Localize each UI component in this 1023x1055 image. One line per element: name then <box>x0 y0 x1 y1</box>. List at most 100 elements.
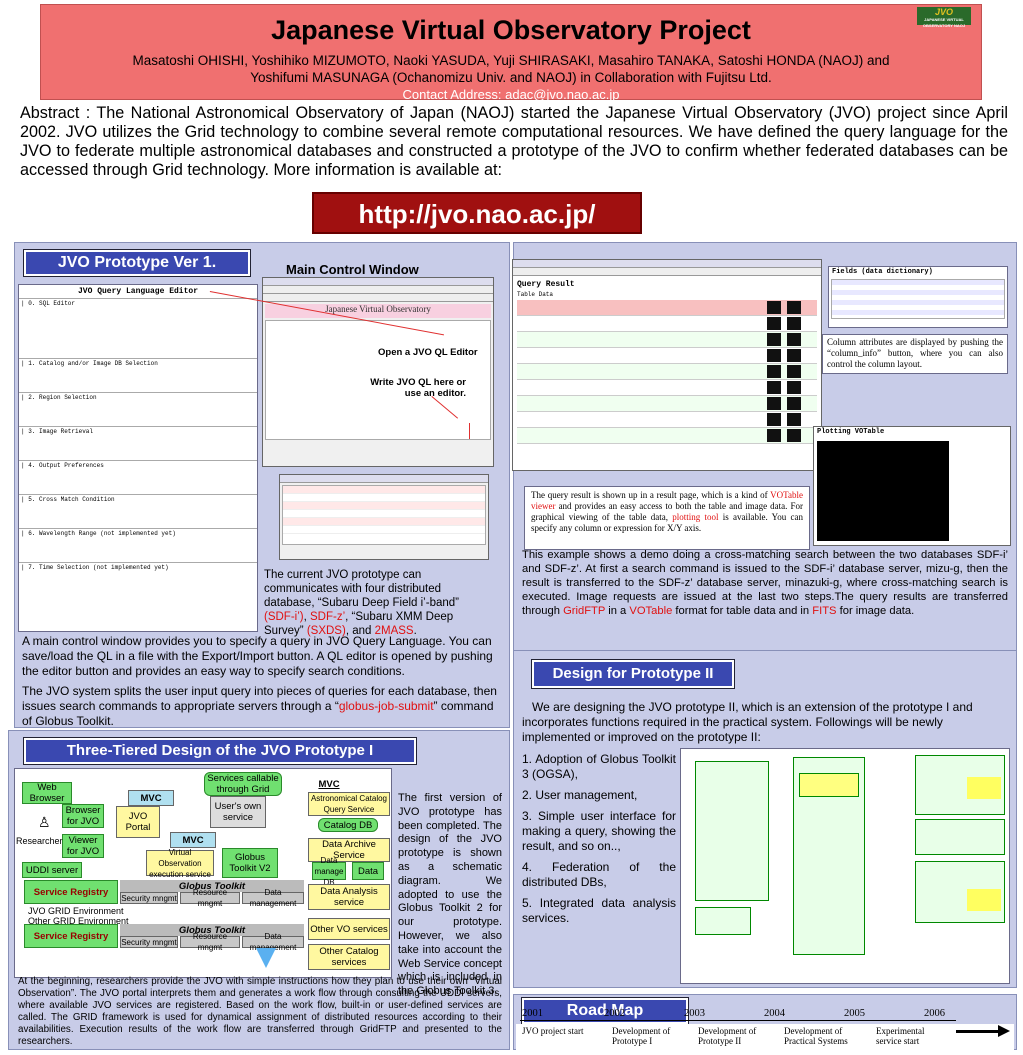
data-mgmt-2: Data management <box>242 932 304 952</box>
result-table <box>517 300 817 444</box>
data-node: Data <box>352 862 384 880</box>
current-prototype-desc: The current JVO prototype can communicat… <box>264 569 459 637</box>
job-status-window <box>279 474 489 560</box>
jvo-grid-env-label: JVO GRID Environment <box>28 906 124 916</box>
plot-window: Plotting VOTable <box>813 426 1011 546</box>
list-item <box>283 486 485 494</box>
roadmap-arrow-shaft <box>956 1030 1000 1033</box>
year-2005: 2005 <box>844 1008 865 1019</box>
list-item <box>283 510 485 518</box>
abstract: Abstract : The National Astronomical Obs… <box>20 104 1008 179</box>
jvo-portal-node: JVO Portal <box>116 806 160 838</box>
main-control-label: Main Control Window <box>286 262 419 277</box>
table-row <box>517 300 817 316</box>
catalog-db-node: Catalog DB <box>318 818 378 832</box>
year-2004: 2004 <box>764 1008 785 1019</box>
service-registry-2: Service Registry <box>24 924 118 948</box>
vo-execution-node: Virtual Observation execution service <box>146 848 214 879</box>
mcw-title: Japanese Virtual Observatory <box>265 304 491 318</box>
viewer-jvo-node: Viewer for JVO <box>62 834 104 858</box>
table-row <box>517 396 817 412</box>
editor-section: | 6. Wavelength Range (not implemented y… <box>19 528 257 562</box>
ql-editor-title: JVO Query Language Editor <box>77 287 199 296</box>
query-result-screenshot: Query Result Table Data <box>512 259 822 471</box>
list-item <box>283 502 485 510</box>
table-data-label: Table Data <box>517 291 554 298</box>
plot-area <box>817 441 949 541</box>
security-mgmt-2: Security mngmt <box>120 936 178 948</box>
callout-open-editor: Open a JVO QL Editor <box>378 347 478 358</box>
three-tier-bottom-text: At the beginning, researchers provide th… <box>18 976 502 1047</box>
three-tier-title: Three-Tiered Design of the JVO Prototype… <box>23 737 417 765</box>
website-link[interactable]: http://jvo.nao.ac.jp/ <box>312 192 642 234</box>
editor-sections: | 0. SQL Editor| 1. Catalog and/or Image… <box>19 298 257 596</box>
editor-section: | 5. Cross Match Condition <box>19 494 257 528</box>
down-arrow <box>256 948 276 968</box>
astro-catalog-node: Astronomical Catalog Query Service <box>308 792 390 816</box>
column-caption: Column attributes are displayed by pushi… <box>822 334 1008 374</box>
other-grid-env-label: Other GRID Environment <box>28 916 129 926</box>
mvc-label-2: MVC <box>170 832 216 848</box>
design-ii-title: Design for Prototype II <box>531 659 735 689</box>
web-browser-node: Web Browser <box>22 782 72 804</box>
list-item: 3. Simple user interface for making a qu… <box>522 809 676 853</box>
data-analysis-node: Data Analysis service <box>308 884 390 910</box>
editor-section: | 0. SQL Editor <box>19 298 257 358</box>
list-item <box>283 526 485 534</box>
editor-section: | 7. Time Selection (not implemented yet… <box>19 562 257 596</box>
roadmap-rule <box>520 1020 956 1021</box>
researcher-icon: ♙ <box>38 814 51 830</box>
table-row <box>517 428 817 444</box>
uddi-node: UDDI server <box>22 862 82 878</box>
page-title: Japanese Virtual Observatory Project <box>271 15 751 45</box>
mvc-label-1: MVC <box>128 790 174 806</box>
data-archive-node: Data Archive Service <box>308 838 390 862</box>
other-catalog-node: Other Catalog services <box>308 944 390 970</box>
votable-caption: The query result is shown up in a result… <box>524 486 810 550</box>
security-mgmt-1: Security mngmt <box>120 892 178 904</box>
list-item <box>283 518 485 526</box>
query-result-title: Query Result <box>517 280 575 289</box>
globus-v2-node: Globus Toolkit V2 <box>222 848 278 878</box>
ql-editor-screenshot: JVO Query Language Editor | 0. SQL Edito… <box>18 284 258 632</box>
table-row <box>517 348 817 364</box>
table-row <box>517 412 817 428</box>
prototype-ii-diagram <box>680 748 1010 984</box>
list-item: 2. User management, <box>522 788 638 802</box>
editor-section: | 1. Catalog and/or Image DB Selection <box>19 358 257 392</box>
service-registry-1: Service Registry <box>24 880 118 904</box>
table-row <box>517 332 817 348</box>
year-2003: 2003 <box>684 1008 705 1019</box>
resource-mgmt-2: Resource mngmt <box>180 932 240 952</box>
main-control-paragraph: A main control window provides you to sp… <box>22 634 493 678</box>
prototype-title: JVO Prototype Ver 1. <box>23 249 251 277</box>
data-manage-db-node: Data manage DB <box>312 856 346 887</box>
users-own-service-node: User's own service <box>210 796 266 828</box>
design-ii-intro: We are designing the JVO prototype II, w… <box>522 700 973 744</box>
authors: Masatoshi OHISHI, Yoshihiko MIZUMOTO, Na… <box>132 53 890 85</box>
year-2001: 2001 <box>522 1008 543 1019</box>
list-item: 4. Federation of the distributed DBs, <box>522 860 676 889</box>
resource-mgmt-1: Resource mngmt <box>180 888 240 908</box>
list-item: 1. Adoption of Globus Toolkit 3 (OGSA), <box>522 752 676 781</box>
data-mgmt-1: Data management <box>242 888 304 908</box>
crossmatch-example: This example shows a demo doing a cross-… <box>522 549 1008 617</box>
globus-toolkit-bar-1: Globus Toolkit <box>120 880 304 892</box>
main-control-window: Japanese Virtual Observatory <box>262 277 494 467</box>
editor-section: | 2. Region Selection <box>19 392 257 426</box>
design-ii-list: 1. Adoption of Globus Toolkit 3 (OGSA), 2… <box>522 752 676 932</box>
services-callable-node: Services callable through Grid <box>204 772 282 796</box>
milestone-proto2: Development of Prototype II <box>698 1026 757 1046</box>
milestone-start: JVO project start <box>522 1026 584 1036</box>
milestone-proto1: Development of Prototype I <box>612 1026 671 1046</box>
roadmap-title: Road Map <box>521 997 689 1025</box>
researcher-label: Researcher <box>16 836 63 846</box>
editor-section: | 3. Image Retrieval <box>19 426 257 460</box>
table-row <box>517 380 817 396</box>
milestone-practical: Development of Practical Systems <box>784 1026 848 1046</box>
roadmap-arrow-head <box>998 1025 1010 1037</box>
three-tier-desc: The first version of JVO prototype has b… <box>398 792 502 998</box>
